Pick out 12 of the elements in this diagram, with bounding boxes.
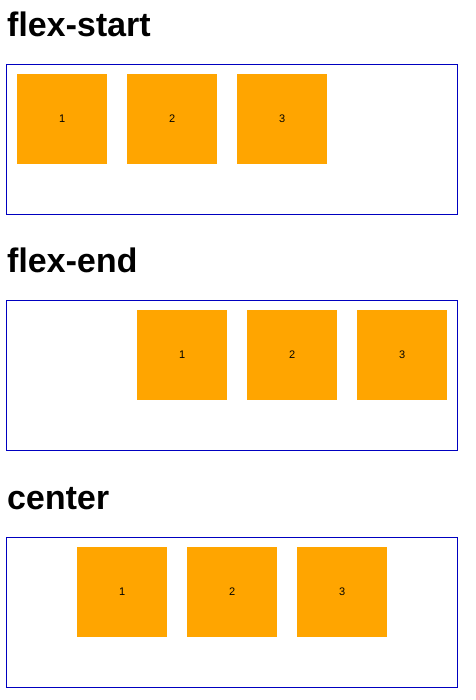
heading: flex-end: [7, 241, 138, 281]
flex-item: 1: [137, 310, 227, 400]
flex-item: 2: [247, 310, 337, 400]
flex-item: 3: [297, 547, 387, 637]
flex-item: 3: [357, 310, 447, 400]
flex-item: 1: [17, 74, 107, 164]
flex-item: 2: [187, 547, 277, 637]
heading: flex-start: [7, 5, 151, 45]
heading: center: [7, 478, 110, 518]
flex-item: 2: [127, 74, 217, 164]
flex-item: 1: [77, 547, 167, 637]
flex-item: 3: [237, 74, 327, 164]
